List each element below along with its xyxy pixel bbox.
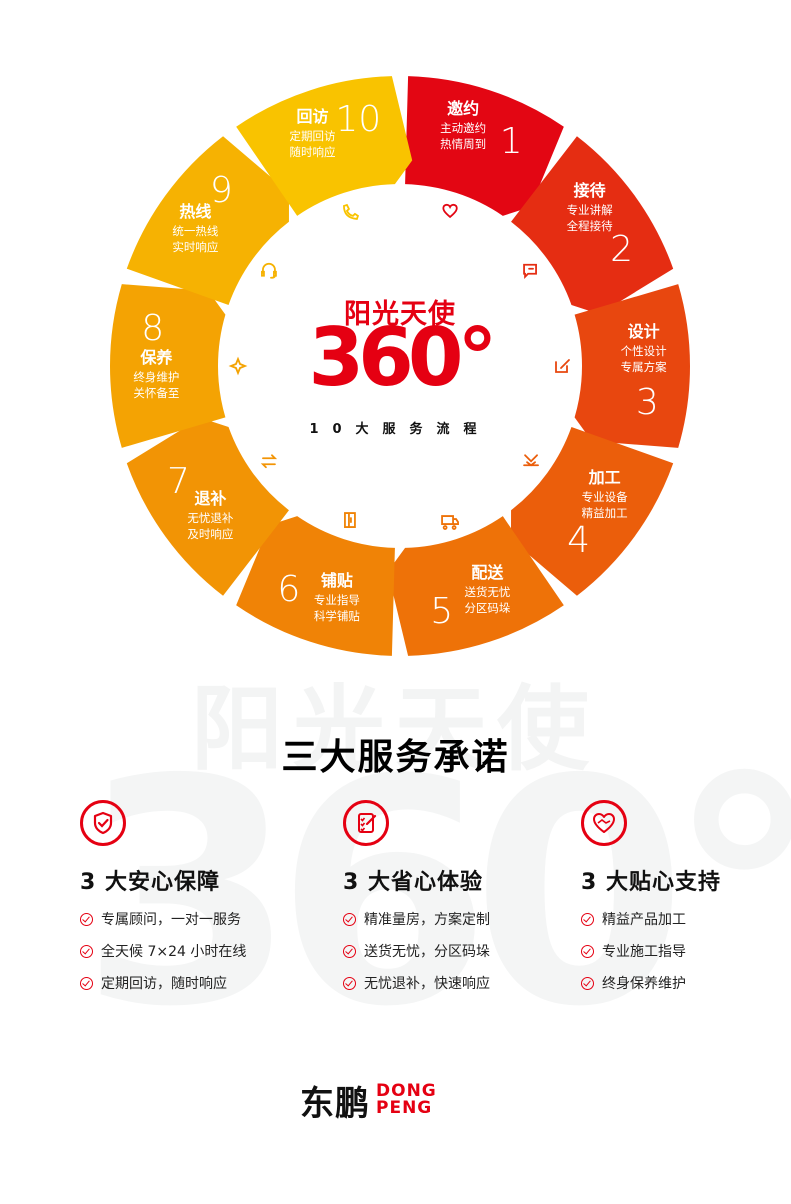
ring-segment-desc: 专业设备精益加工 [581,489,628,520]
ring-segment-number: 7 [166,460,190,502]
ring-segment-desc: 主动邀约热情周到 [440,121,487,152]
ring-segment-5 [387,516,564,656]
ring-segment-desc: 个性设计专属方案 [620,344,667,375]
check-circle-icon [80,944,93,958]
ring-segment-title: 退补 [194,488,227,508]
ring-segment-number: 9 [209,170,233,212]
ring-segment-title: 邀约 [447,99,480,119]
checklist-icon [343,800,389,846]
promise-column-title: 3 大省心体验 [343,870,483,895]
center-360-text: 360° [308,311,498,404]
footer-brand-cn: 东鹏 [300,1083,370,1124]
ring-segment-number: 6 [277,568,301,610]
check-circle-icon [343,944,356,958]
shield-check-icon [80,800,126,846]
watermark-360: 360° [80,714,791,1075]
promises-title: 三大服务承诺 [281,737,510,778]
edit-icon [555,359,570,373]
ring-segment-desc: 统一热线实时响应 [172,224,219,255]
ring-segment-8 [110,284,226,448]
ring-segment-3 [574,284,691,448]
watermark-brand-text: 阳光天使 [190,676,599,783]
ring-segment-title: 回访 [296,107,329,127]
ring-segment-number: 2 [610,229,633,271]
ring-segment-title: 设计 [627,322,660,342]
ring-segment-number: 10 [335,98,382,140]
promise-item: 专属顾问，一对一服务 [80,910,300,928]
ring-segment-title: 配送 [471,562,504,582]
check-circle-icon [80,976,93,990]
ring-segment-7 [126,417,289,596]
check-circle-icon [343,912,356,926]
exchange-icon [260,454,278,469]
footer-logo: 东鹏 DONG PENG [300,1075,437,1125]
check-circle-icon [581,912,594,926]
sparkle-icon [228,356,248,376]
ring-segment-desc: 定期回访随时响应 [289,129,336,160]
ring-segment-desc: 无忧退补及时响应 [187,510,234,541]
heart-icon [442,203,458,219]
promise-column-convenience: 3 大省心体验 精准量房，方案定制 送货无忧，分区码垛 无忧退补，快速响应 [343,800,563,992]
promise-column-safety: 3 大安心保障 专属顾问，一对一服务 全天候 7×24 小时在线 定期回访，随时… [80,800,300,992]
truck-icon [441,515,459,530]
ring-segment-title: 加工 [588,467,621,487]
check-circle-icon [581,944,594,958]
promise-item: 送货无忧，分区码垛 [343,942,563,960]
ring-segment-2 [511,136,674,315]
ring-segment-6 [236,516,395,656]
headset-icon [261,262,277,279]
ring-segment-number: 4 [567,519,591,561]
promise-column-support: 3 大贴心支持 精益产品加工 专业施工指导 终身保养维护 [581,800,791,992]
phone-icon [343,203,360,220]
chat-icon [523,263,537,279]
check-circle-icon [80,912,93,926]
ring-segment-4 [510,427,674,596]
ring-segment-number: 5 [430,591,454,633]
ring-segment-desc: 终身维护关怀备至 [133,369,180,400]
promise-item: 精益产品加工 [581,910,791,928]
ring-segment-number: 8 [141,308,165,350]
tile-icon [344,512,356,528]
ring-segment-title: 铺贴 [320,570,353,590]
ring-segment-9 [126,136,290,305]
center-brand-text: 阳光天使 [344,299,456,330]
ring-segment-1 [405,76,564,216]
promise-column-title: 3 大安心保障 [80,870,220,895]
ring-segment-desc: 专业讲解全程接待 [566,203,613,234]
ring-segment-title: 热线 [179,202,212,222]
check-circle-icon [581,976,594,990]
check-circle-icon [343,976,356,990]
ring-segment-title: 保养 [140,347,173,367]
ring-segment-desc: 专业指导科学铺贴 [313,592,360,623]
footer-brand-en: DONG PENG [376,1081,437,1118]
center-subtitle: 10大服务流程 [309,422,491,437]
promise-column-title: 3 大贴心支持 [581,870,721,895]
ring-segment-number: 1 [499,121,523,163]
promise-item: 无忧退补，快速响应 [343,974,563,992]
handshake-heart-icon [581,800,627,846]
ring-segment-10 [236,76,413,216]
promise-item: 终身保养维护 [581,974,791,992]
promise-item: 全天候 7×24 小时在线 [80,942,300,960]
promise-item: 专业施工指导 [581,942,791,960]
promise-item: 定期回访，随时响应 [80,974,300,992]
machine-icon [523,454,539,467]
service-ring [110,76,691,656]
ring-segment-title: 接待 [573,181,606,201]
promise-item: 精准量房，方案定制 [343,910,563,928]
ring-segment-desc: 送货无忧分区码垛 [464,584,511,615]
ring-segment-number: 3 [635,381,659,423]
